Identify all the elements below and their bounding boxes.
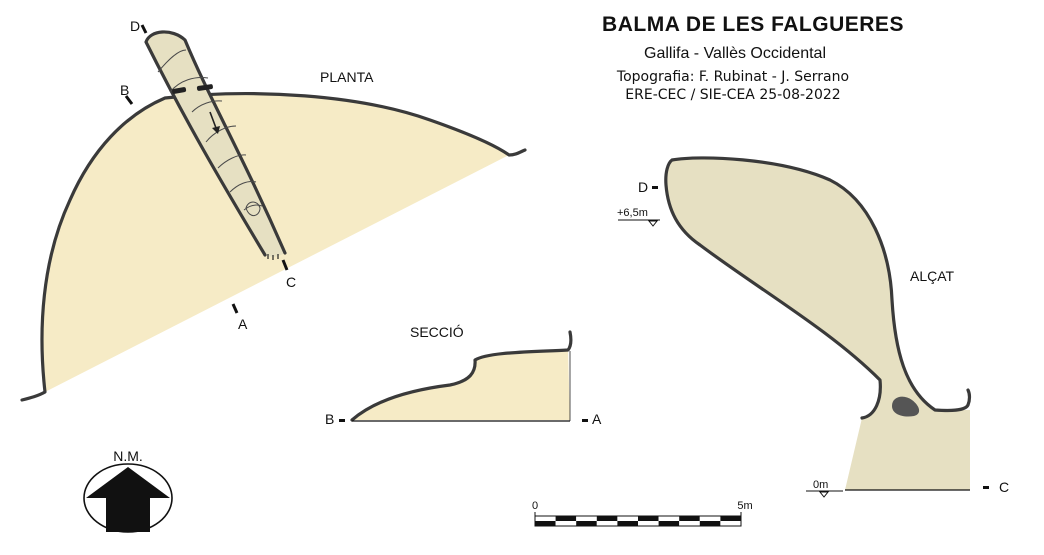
scale-segment-top — [576, 516, 597, 521]
section-view-label: SECCIÓ — [410, 324, 464, 340]
scale-bar-frame — [534, 515, 742, 527]
plan-view: PLANTA D B C A — [20, 18, 527, 402]
scale-segment-bottom — [720, 521, 741, 526]
elevation-block-boulder — [892, 396, 920, 417]
scale-segment-bottom — [535, 521, 556, 526]
section-shelter-area — [352, 350, 570, 420]
plan-entrance-ticks — [267, 254, 279, 260]
scale-segment-top — [555, 516, 577, 521]
survey-location: Gallifa - Vallès Occidental — [644, 45, 826, 62]
elevation-top-level-label: +6,5m — [617, 207, 648, 219]
elevation-cave-profile — [665, 157, 970, 490]
north-arrow-label: N.M. — [113, 448, 143, 464]
north-arrow: N.M. — [83, 448, 173, 533]
scale-start-label: 0 — [532, 500, 538, 512]
section-point-b-mark — [339, 419, 345, 422]
section-view: SECCIÓ B A — [325, 324, 602, 427]
scale-segment-top — [535, 516, 556, 521]
scale-segment-bottom — [617, 521, 638, 526]
section-point-b-label: B — [325, 411, 334, 427]
elevation-point-c-label: C — [999, 479, 1009, 495]
plan-cave-walls — [144, 30, 287, 257]
section-rock-profile — [350, 330, 573, 422]
elevation-top-level-marker: +6,5m — [617, 207, 660, 227]
scale-segment-bottom — [679, 521, 700, 526]
survey-credits-team-date: ERE-CEC / SIE-CEA 25-08-2022 — [625, 87, 840, 103]
scale-segment-top — [617, 516, 638, 521]
survey-title: BALMA DE LES FALGUERES — [602, 13, 904, 36]
elevation-point-d-label: D — [638, 179, 648, 195]
plan-point-d-label: D — [130, 18, 140, 34]
scale-segment-bottom — [555, 521, 577, 526]
scale-segment-top — [679, 516, 700, 521]
section-point-a-mark — [582, 419, 588, 422]
scale-segment-top — [699, 516, 721, 521]
elevation-view-label: ALÇAT — [910, 268, 955, 284]
scale-segment-bottom — [638, 521, 659, 526]
scale-segment-top — [658, 516, 680, 521]
plan-point-b-label: B — [120, 82, 129, 98]
plan-station-ticks — [124, 24, 289, 314]
plan-point-c-label: C — [286, 274, 296, 290]
scale-segment-bottom — [576, 521, 597, 526]
plan-rock-wall — [20, 92, 527, 402]
section-point-a-label: A — [592, 411, 602, 427]
elevation-base-level-marker: 0m — [806, 479, 843, 498]
elevation-base-level-label: 0m — [813, 479, 828, 491]
plan-slope-lines — [157, 49, 263, 216]
elevation-cave-walls — [664, 156, 972, 420]
survey-credits-topography: Topografia: F. Rubinat - J. Serrano — [616, 69, 849, 85]
plan-slope-arrow — [209, 111, 220, 134]
scale-segment-top — [720, 516, 741, 521]
scale-segment-top — [638, 516, 659, 521]
scale-segment-bottom — [658, 521, 680, 526]
scale-end-label: 5m — [737, 500, 752, 512]
scale-segment-top — [596, 516, 618, 521]
plan-dripline-marks — [172, 84, 213, 94]
elevation-view: D C +6,5m 0m ALÇAT — [617, 156, 1009, 498]
scale-segment-bottom — [699, 521, 721, 526]
elevation-point-d-mark — [652, 186, 658, 189]
north-arrow-icon — [86, 467, 170, 532]
scale-bar: 0 5m — [532, 500, 753, 527]
plan-view-label: PLANTA — [320, 69, 374, 85]
scale-segment-bottom — [596, 521, 618, 526]
elevation-point-c-mark — [983, 486, 989, 489]
plan-point-a-label: A — [238, 316, 248, 332]
